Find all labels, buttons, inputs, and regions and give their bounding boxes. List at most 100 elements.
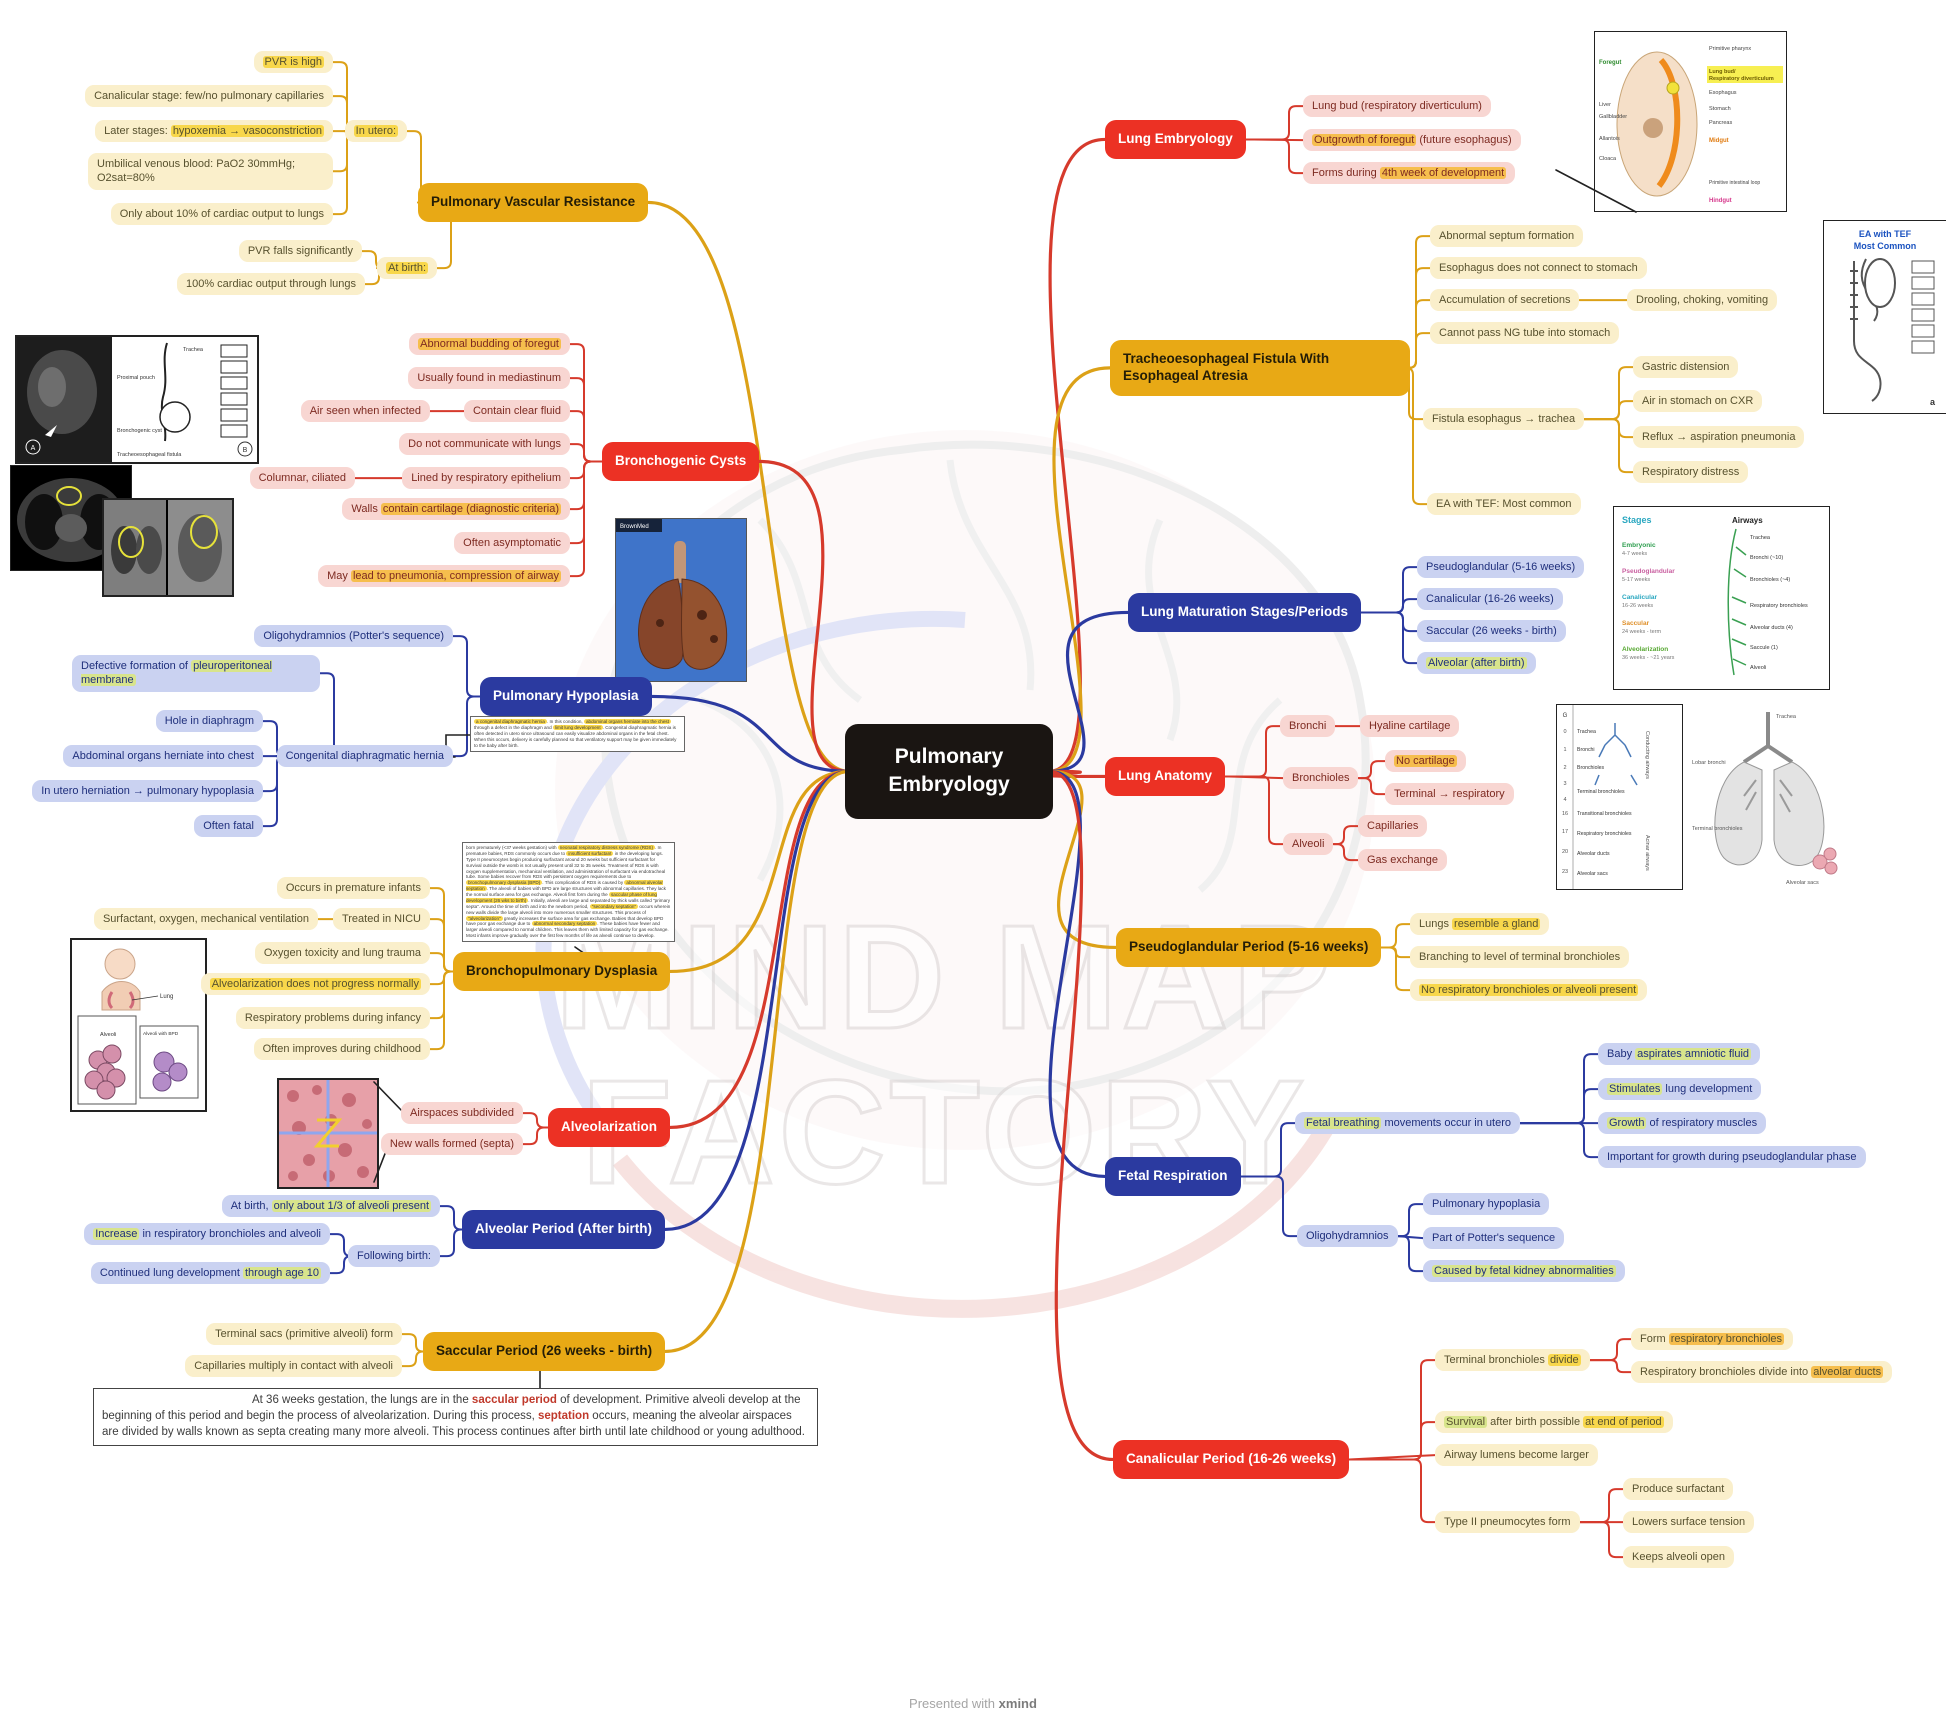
topic-oligo_potter: Oligohydramnios (Potter's sequence) <box>254 625 453 648</box>
footer-credit: Presented with xmind <box>0 1696 1946 1711</box>
topic-resp_divide_ducts: Respiratory bronchioles divide into alve… <box>1631 1361 1893 1384</box>
fig-label-a7: Alveoli <box>1750 665 1766 671</box>
topic-lung_embryology: Lung Embryology <box>1105 120 1246 159</box>
topic-pvr_high: PVR is high <box>253 51 333 74</box>
fig-label-allantois: Allantois <box>1599 136 1620 142</box>
topic-type2: Type II pneumocytes form <box>1435 1511 1580 1534</box>
topic-inutero_hern: In utero herniation → pulmonary hypoplas… <box>32 780 263 803</box>
topic-bronchi: Bronchi <box>1280 715 1336 738</box>
topic-resp_distress: Respiratory distress <box>1633 461 1749 484</box>
fig-label-s4w: 24 weeks - term <box>1622 629 1662 635</box>
topic-forms_4th: Forms during 4th week of development <box>1303 162 1516 185</box>
topic-abdominal: Abdominal organs herniate into chest <box>63 745 263 768</box>
topic-saccular: Saccular Period (26 weeks - birth) <box>423 1332 666 1371</box>
topic-pvr_falls: PVR falls significantly <box>238 240 362 263</box>
topic-later_stages: Later stages: hypoxemia → vasoconstricti… <box>95 120 333 143</box>
topic-resp_infancy: Respiratory problems during infancy <box>235 1007 430 1030</box>
topic-canal_wk: Canalicular (16-26 weeks) <box>1417 588 1563 611</box>
note-hypoplasia: a congenital diaphragmatic hernia. In th… <box>470 716 685 752</box>
topic-abn_septum: Abnormal septum formation <box>1430 225 1584 248</box>
topic-alveolarization: Alveolarization <box>548 1108 671 1147</box>
topic-lowers_tension: Lowers surface tension <box>1623 1511 1755 1534</box>
fig-label-stages: Stages <box>1622 515 1652 525</box>
topic-alv_not_progress: Alveolarization does not progress normal… <box>200 973 430 996</box>
fig-label-esophagus: Esophagus <box>1709 90 1737 96</box>
topic-survival: Survival after birth possible at end of … <box>1435 1411 1673 1434</box>
fig-label-hindgut: Hindgut <box>1709 198 1732 204</box>
topic-canalicular: Canalicular Period (16-26 weeks) <box>1113 1440 1350 1479</box>
topic-air_infected: Air seen when infected <box>300 400 430 423</box>
topic-keeps_open: Keeps alveoli open <box>1623 1546 1734 1569</box>
fig-label-conducting: Conducting airways <box>1644 731 1650 779</box>
topic-improves: Often improves during childhood <box>253 1038 430 1061</box>
fig-label-r5: Transitional bronchioles <box>1577 811 1632 817</box>
fig-label-r8: Alveolar sacs <box>1577 871 1608 877</box>
fig-label-proximal-pouch: Proximal pouch <box>117 375 155 381</box>
topic-accumulation: Accumulation of secretions <box>1430 289 1580 312</box>
topic-new_walls: New walls formed (septa) <box>380 1133 523 1156</box>
topic-fetal_kidney: Caused by fetal kidney abnormalities <box>1423 1260 1625 1283</box>
topic-pneumonia: May lead to pneumonia, compression of ai… <box>318 565 570 588</box>
topic-gas_exchange: Gas exchange <box>1358 849 1447 872</box>
topic-pvr: Pulmonary Vascular Resistance <box>418 183 649 222</box>
topic-clear_fluid: Contain clear fluid <box>463 400 570 423</box>
topic-pseudoglandular: Pseudoglandular Period (5-16 weeks) <box>1116 928 1382 967</box>
topic-abnormal_budding: Abnormal budding of foregut <box>409 333 570 356</box>
topic-asymptomatic: Often asymptomatic <box>454 532 570 555</box>
svg-text:17: 17 <box>1562 829 1568 835</box>
note-bpd: born prematurely (<37 weeks gestation) w… <box>462 842 675 942</box>
fig-label-terminal: Terminal bronchioles <box>1692 826 1743 832</box>
fig-label-a1: Trachea <box>1750 535 1771 541</box>
topic-alveoli: Alveoli <box>1283 833 1334 856</box>
topic-cdh: Congenital diaphragmatic hernia <box>276 745 453 768</box>
topic-growth_muscles: Growth of respiratory muscles <box>1598 1112 1767 1135</box>
topic-alv_birth: Alveolar (after birth) <box>1417 652 1536 675</box>
topic-drooling: Drooling, choking, vomiting <box>1627 289 1778 312</box>
topic-outgrowth: Outgrowth of foregut (future esophagus) <box>1303 129 1521 152</box>
fig-label-loop: Primitive intestinal loop <box>1709 180 1760 186</box>
fig-label-a4: Respiratory bronchioles <box>1750 603 1808 609</box>
fig-label-r3: Bronchioles <box>1577 765 1605 771</box>
note-saccular: At 36 weeks gestation, the lungs are in … <box>93 1388 818 1446</box>
topic-defective: Defective formation of pleuroperitoneal … <box>72 655 320 692</box>
fig-label-s5: Alveolarization <box>1622 646 1668 653</box>
topic-umbilical: Umbilical venous blood: PaO2 30mmHg; O2s… <box>88 153 333 190</box>
topic-cardiac_100: 100% cardiac output through lungs <box>176 273 365 296</box>
fig-label-lung: Lung <box>160 994 173 1000</box>
fig-label-eatef-a: a <box>1930 397 1936 407</box>
fig-label-acinar: Acinar airways <box>1644 835 1650 871</box>
topic-produce_surf: Produce surfactant <box>1623 1478 1734 1501</box>
fig-label-s2w: 5-17 weeks <box>1622 577 1650 583</box>
topic-ea_tef_common: EA with TEF: Most common <box>1427 493 1581 516</box>
svg-text:1: 1 <box>1563 747 1566 753</box>
fig-label-foregut: Foregut <box>1599 60 1621 66</box>
topic-hypoplasia: Pulmonary Hypoplasia <box>480 677 652 716</box>
fig-label-a2: Bronchi (~10) <box>1750 555 1783 561</box>
topic-terminal_resp: Terminal → respiratory <box>1385 783 1514 806</box>
xray-figure <box>102 498 234 602</box>
topic-term_divide: Terminal bronchioles divide <box>1435 1349 1590 1372</box>
topic-important_growth: Important for growth during pseudoglandu… <box>1598 1146 1866 1169</box>
fig-label-r2: Bronchi <box>1577 747 1595 753</box>
topic-surf_oxy: Surfactant, oxygen, mechanical ventilati… <box>93 908 318 931</box>
fig-label-bronchogenic-cyst: Bronchogenic cyst <box>117 428 162 434</box>
svg-text:0: 0 <box>1563 729 1566 735</box>
bronchogenic-cyst-figure: A Trachea Proximal pouch Bronchogenic cy… <box>15 335 259 469</box>
topic-canalicular_stage: Canalicular stage: few/no pulmonary capi… <box>85 85 333 108</box>
topic-bronchogenic: Bronchogenic Cysts <box>602 442 760 481</box>
fig-label-r4: Terminal bronchioles <box>1577 789 1625 795</box>
topic-resemble_gland: Lungs resemble a gland <box>1410 913 1550 936</box>
fig-label-b: B <box>243 447 248 454</box>
fig-label-r6: Respiratory bronchioles <box>1577 831 1632 837</box>
fig-label-a3: Bronchioles (~4) <box>1750 577 1790 583</box>
fig-label-s4: Saccular <box>1622 620 1650 627</box>
fig-label-g: G <box>1563 713 1568 719</box>
lung-specimen-figure: BrownMed <box>615 518 747 687</box>
fig-label-s1w: 4-7 weeks <box>1622 551 1647 557</box>
fig-label-lungs-trachea: Trachea <box>1776 714 1797 720</box>
topic-oligohydramnios: Oligohydramnios <box>1297 1225 1398 1248</box>
topic-no_communicate: Do not communicate with lungs <box>399 433 570 456</box>
fig-label-lungbud1: Lung bud/ <box>1709 69 1736 75</box>
